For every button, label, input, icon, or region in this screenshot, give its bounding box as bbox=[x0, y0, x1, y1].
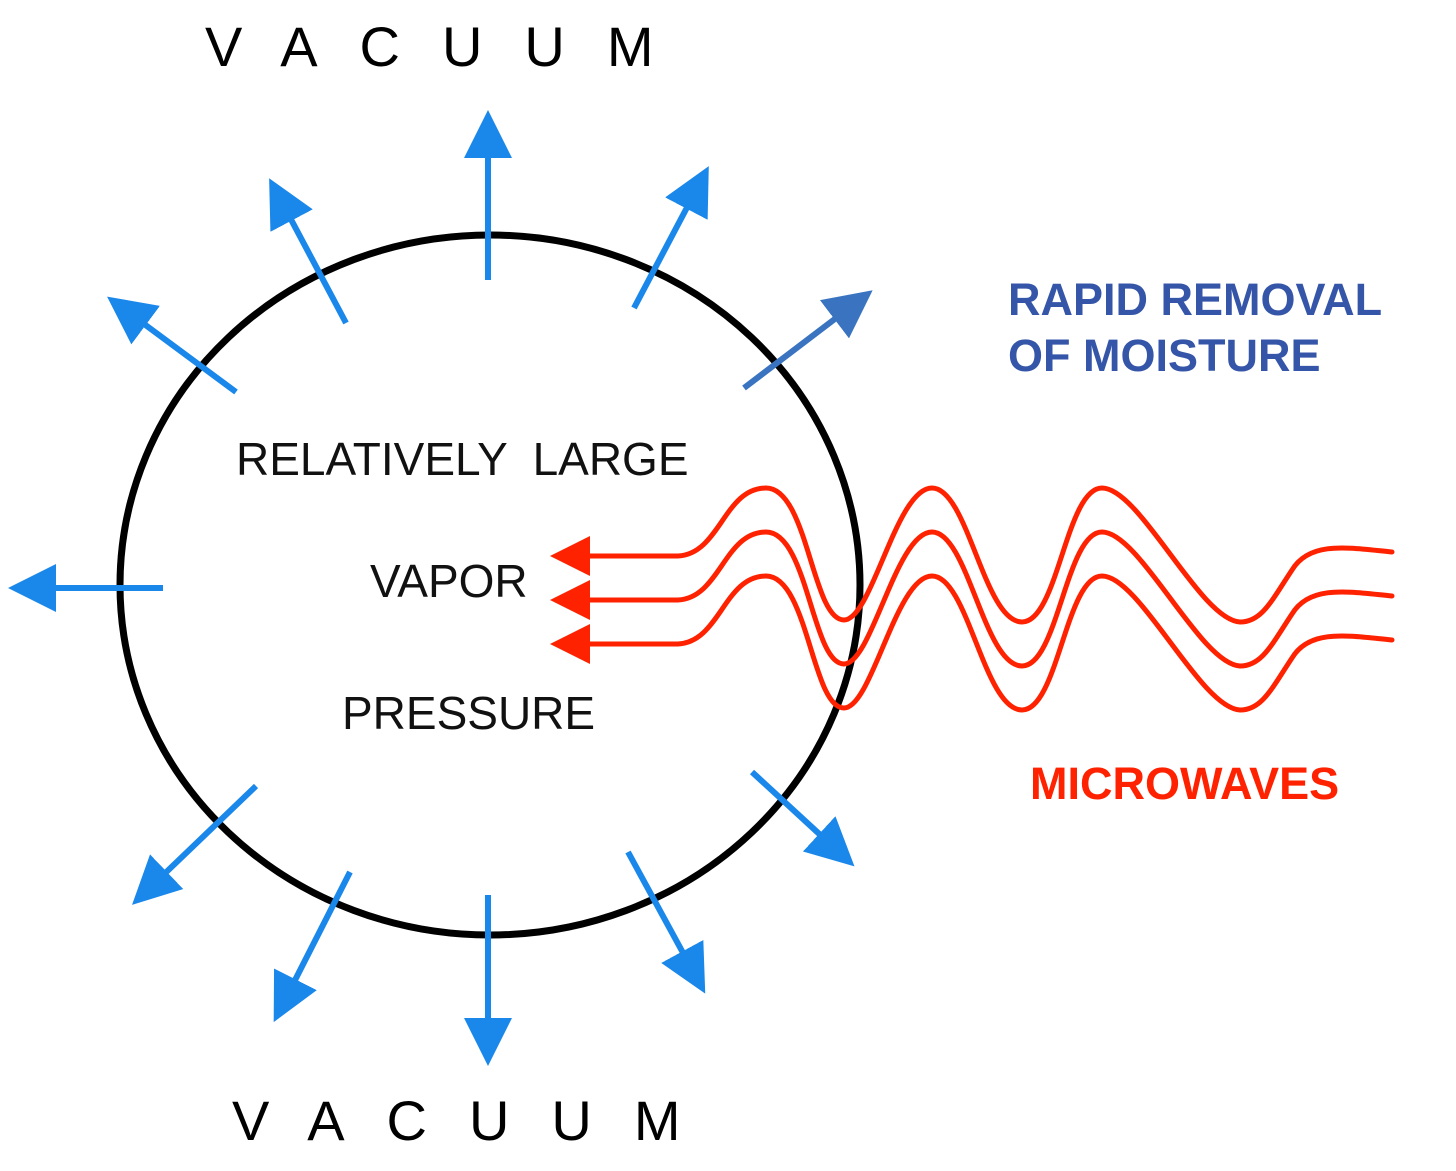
vapor-arrows bbox=[8, 110, 855, 1066]
vacuum-label-top: VACUUM bbox=[205, 15, 696, 78]
microwave-wave-middle bbox=[550, 529, 1395, 669]
vapor-arrow-up-left bbox=[269, 178, 349, 325]
vapor-arrow-down-right bbox=[625, 850, 706, 994]
inner-text-line1: RELATIVELY LARGE bbox=[236, 433, 689, 485]
vapor-arrow-down-left-lower bbox=[273, 870, 353, 1023]
inner-text-line2: VAPOR bbox=[370, 555, 528, 607]
microwave-wave-bottom bbox=[550, 573, 1395, 713]
moisture-label-line2: OF MOISTURE bbox=[1008, 330, 1321, 381]
moisture-label: RAPID REMOVAL OF MOISTURE bbox=[1008, 272, 1382, 384]
microwave-label: MICROWAVES bbox=[1030, 758, 1340, 809]
vapor-arrow-down-left bbox=[132, 783, 259, 905]
vapor-arrow-left-upper bbox=[107, 296, 238, 395]
vapor-arrow-up-right bbox=[631, 166, 709, 310]
vapor-arrow-right-upper bbox=[742, 290, 873, 391]
microwave-waves bbox=[550, 485, 1395, 713]
microwave-wave-top bbox=[550, 485, 1395, 625]
moisture-label-line1: RAPID REMOVAL bbox=[1008, 274, 1383, 325]
inner-text-line3: PRESSURE bbox=[342, 687, 596, 739]
vapor-arrow-right-lower bbox=[749, 769, 855, 867]
vacuum-label-bottom: VACUUM bbox=[232, 1089, 723, 1152]
